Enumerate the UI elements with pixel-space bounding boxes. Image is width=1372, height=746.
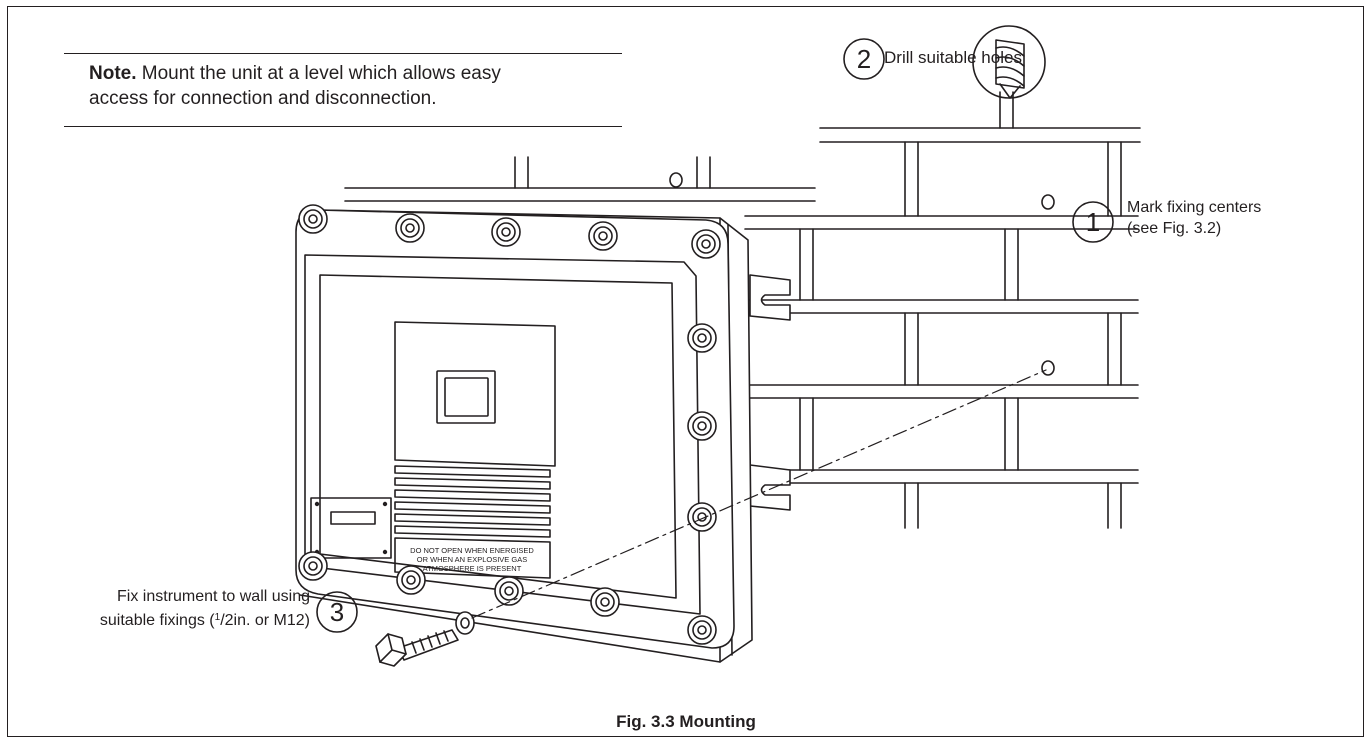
drill-hole-bottom-right — [1041, 360, 1055, 376]
step-1-marker: 1 — [1072, 201, 1114, 243]
step-3-label-line-2-post: /2in. or M12) — [220, 612, 310, 629]
step-1-number: 1 — [1086, 207, 1100, 237]
mounting-brackets — [749, 274, 791, 511]
bolt — [687, 502, 717, 532]
washer — [455, 611, 475, 635]
step-3-label-fraction-sup: 1 — [214, 612, 221, 623]
vent-fins — [394, 465, 551, 538]
mounting-note: Note. Mount the unit at a level which al… — [64, 53, 622, 127]
warning-plate — [394, 537, 551, 579]
note-line-1: Mount the unit at a level which allows e… — [141, 63, 501, 84]
bolt — [396, 565, 426, 595]
step-2-number: 2 — [857, 44, 871, 74]
rating-label — [310, 497, 392, 559]
step-1-label: Mark fixing centers (see Fig. 3.2) — [1127, 197, 1261, 239]
step-3-marker: 3 — [316, 591, 358, 633]
fixing-screw — [375, 629, 459, 667]
bolt — [691, 229, 721, 259]
bolt — [298, 551, 328, 581]
warning-line-1: DO NOT OPEN WHEN ENERGISED — [410, 546, 534, 555]
step-3-label-line-1: Fix instrument to wall using — [117, 588, 310, 605]
brick-wall — [344, 91, 1141, 529]
step-1-label-line-2: (see Fig. 3.2) — [1127, 220, 1222, 237]
figure-caption: Fig. 3.3 Mounting — [616, 712, 756, 731]
bolt — [395, 213, 425, 243]
note-lead: Note. — [89, 63, 137, 84]
bolt — [298, 204, 328, 234]
drill-hole-top-right — [1041, 194, 1055, 210]
bolt — [687, 323, 717, 353]
bolt — [494, 576, 524, 606]
instrument-enclosure: DO NOT OPEN WHEN ENERGISED OR WHEN AN EX… — [295, 209, 753, 663]
bolt — [590, 587, 620, 617]
warning-line-3: ATMOSPHERE IS PRESENT — [423, 564, 522, 573]
drill-bit-icon — [972, 25, 1046, 99]
fixing-axis-line — [471, 369, 1047, 619]
bolt — [491, 217, 521, 247]
warning-line-2: OR WHEN AN EXPLOSIVE GAS — [417, 555, 527, 564]
bolt — [588, 221, 618, 251]
note-line-2: access for connection and disconnection. — [89, 88, 437, 109]
step-2-label: Drill suitable holes — [884, 48, 1022, 67]
step-3-label-line-2-pre: suitable fixings ( — [99, 612, 215, 629]
step-1-label-line-1: Mark fixing centers — [1127, 199, 1262, 216]
step-3-number: 3 — [330, 597, 344, 627]
flange-bolts — [298, 204, 721, 645]
step-2-marker: 2 — [843, 38, 885, 80]
bolt — [687, 411, 717, 441]
drill-hole-top-left — [669, 172, 683, 188]
step-3-label: Fix instrument to wall using suitable fi… — [20, 586, 310, 631]
bolt — [687, 615, 717, 645]
